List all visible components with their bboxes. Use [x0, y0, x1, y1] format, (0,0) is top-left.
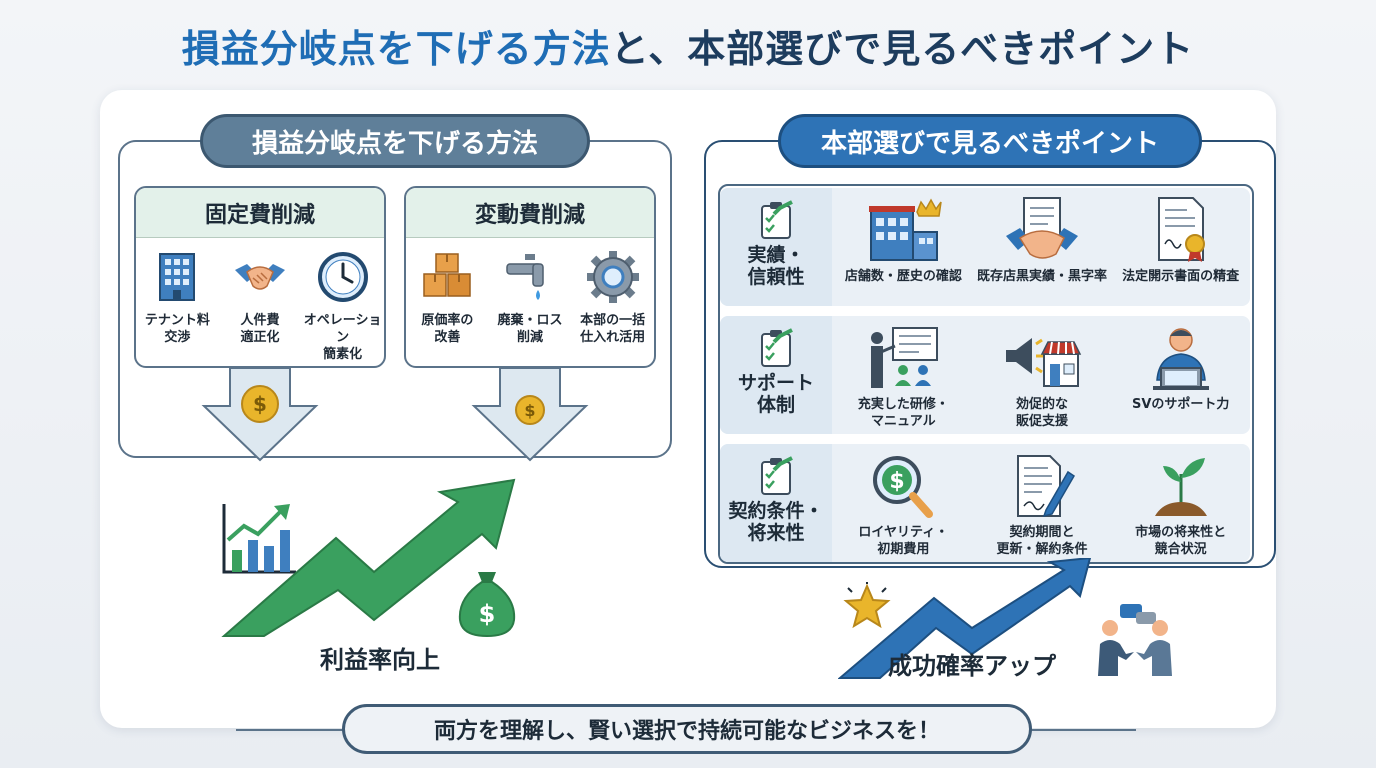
point-contract-terms: 契約期間と 更新・解約条件 [973, 444, 1112, 562]
left-heading: 損益分岐点を下げる方法 [200, 114, 590, 168]
down-arrow-right: $ [471, 368, 589, 462]
row-contract: 契約条件・ 将来性 $ ロイヤリティ・ 初期費用 契約期間と 更新・解約条件 [720, 444, 1250, 562]
point-disclosure: 法定開示書面の精査 [1111, 188, 1250, 306]
point-store-history: 店舗数・歴史の確認 [834, 188, 973, 306]
clock-icon [317, 252, 368, 302]
fixed-item-label: テナント料 交渉 [144, 313, 210, 345]
fixed-cost-title: 固定費削減 [136, 188, 384, 238]
building-crown-icon [869, 198, 943, 261]
magnifier-coin-icon: $ [873, 456, 934, 518]
point-label: ロイヤリティ・ 初期費用 [858, 525, 949, 557]
row-label-box: サポート 体制 [720, 316, 832, 434]
fixed-item-labor: 人件費 適正化 [220, 250, 300, 363]
point-label: 店舗数・歴史の確認 [844, 269, 962, 284]
faucet-icon [506, 254, 544, 300]
variable-item-cost: 原価率の 改善 [407, 250, 487, 346]
handshake-icon [234, 264, 285, 290]
point-label: 法定開示書面の精査 [1122, 269, 1240, 284]
point-market-future: 市場の将来性と 競合状況 [1111, 444, 1250, 562]
variable-item-label: 原価率の 改善 [421, 313, 474, 345]
bar-chart-icon [222, 504, 296, 574]
coin-icon [515, 395, 545, 425]
point-royalty: $ ロイヤリティ・ 初期費用 [834, 444, 973, 562]
supervisor-icon [1152, 328, 1209, 390]
bottom-message: 両方を理解し、賢い選択で持続可能なビジネスを！ [342, 704, 1032, 754]
point-training: 充実した研修・ マニュアル [834, 316, 973, 434]
point-promotion: 効促的な 販促支援 [973, 316, 1112, 434]
row-label-box: 契約条件・ 将来性 [720, 444, 832, 562]
fixed-item-label: オペレーション 簡素化 [303, 313, 382, 362]
row-label-text: 契約条件・ 将来性 [728, 500, 824, 544]
right-heading: 本部選びで見るべきポイント [778, 114, 1202, 168]
variable-item-label: 廃棄・ロス 削減 [497, 313, 563, 345]
result-profit-rate: 利益率向上 [320, 646, 440, 674]
row-label-text: サポート 体制 [737, 372, 814, 416]
partners-handshake-icon [1098, 604, 1172, 676]
growth-arrow-blue [838, 558, 1092, 679]
svg-text:$: $ [479, 600, 496, 628]
variable-item-bulk: 本部の一括 仕入れ活用 [573, 250, 653, 346]
row-support: サポート 体制 充実した研修・ マニュアル [720, 316, 1250, 434]
clipboard-check-icon [761, 328, 793, 367]
handshake-document-icon [1006, 197, 1078, 259]
megaphone-shop-icon [1006, 338, 1082, 387]
variable-item-waste: 廃棄・ロス 削減 [490, 250, 570, 346]
gear-icon [586, 251, 639, 303]
certificate-icon [1157, 197, 1205, 262]
title-part-1: 損益分岐点を下げる方法 [181, 27, 611, 71]
point-label: 契約期間と 更新・解約条件 [996, 525, 1088, 557]
down-arrow-left: $ [201, 368, 319, 462]
clipboard-check-icon [761, 200, 793, 239]
variable-item-label: 本部の一括 仕入れ活用 [580, 313, 646, 345]
svg-text:$: $ [253, 392, 267, 416]
svg-text:$: $ [524, 401, 535, 420]
variable-cost-box: 変動費削減 原価率の 改善 廃棄・ロス 削減 [404, 186, 656, 368]
point-label: 既存店黒実績・黒字率 [977, 269, 1108, 284]
training-icon [871, 327, 939, 388]
fixed-item-rent: テナント料 交渉 [137, 250, 217, 363]
sprout-icon [1154, 458, 1207, 516]
result-success-rate: 成功確率アップ [888, 652, 1056, 680]
contract-pen-icon [1017, 455, 1076, 518]
point-label: 市場の将来性と 競合状況 [1135, 525, 1227, 557]
row-label-text: 実績・ 信頼性 [747, 244, 805, 288]
title-part-2: と、本部選びで見るべきポイント [610, 27, 1195, 71]
money-bag-icon: $ [458, 572, 516, 638]
point-sv-support: SVのサポート力 [1111, 316, 1250, 434]
fixed-item-operation: オペレーション 簡素化 [303, 250, 383, 363]
fixed-item-label: 人件費 適正化 [240, 313, 280, 345]
fixed-cost-box: 固定費削減 テナント料 交渉 人件費 適正化 [134, 186, 386, 368]
growth-arrow-green [221, 478, 516, 637]
point-label: 効促的な 販促支援 [1016, 397, 1069, 429]
boxes-icon [423, 253, 472, 297]
point-label: SVのサポート力 [1131, 397, 1230, 412]
point-existing-stores: 既存店黒実績・黒字率 [973, 188, 1112, 306]
clipboard-check-icon [761, 456, 793, 495]
svg-text:$: $ [890, 469, 905, 494]
coin-icon [241, 385, 279, 423]
point-label: 充実した研修・ マニュアル [857, 397, 949, 429]
row-track-record: 実績・ 信頼性 店舗数・歴史の確認 [720, 188, 1250, 306]
building-icon [159, 253, 196, 301]
page-title: 損益分岐点を下げる方法と、本部選びで見るべきポイント [0, 18, 1376, 73]
variable-cost-title: 変動費削減 [406, 188, 654, 238]
star-icon [843, 582, 891, 629]
row-label-box: 実績・ 信頼性 [720, 188, 832, 306]
